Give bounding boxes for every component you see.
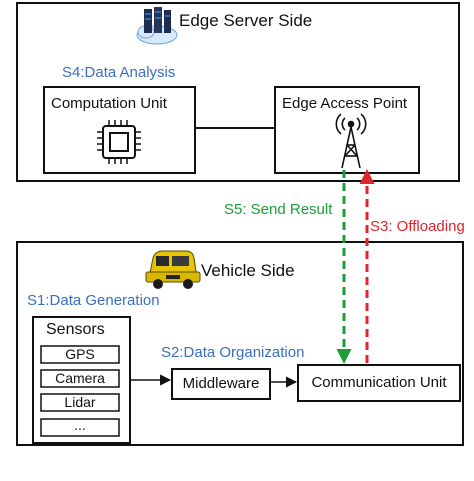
sensor-gps: GPS [65, 346, 95, 362]
vehicle-box [16, 241, 464, 446]
sensor-camera: Camera [55, 370, 105, 386]
vehicle-side-title: Vehicle Side [201, 261, 295, 280]
access-point-label: Edge Access Point [282, 95, 408, 112]
sensor-box-gps [40, 345, 120, 364]
sensor-more: ... [74, 417, 86, 433]
communication-unit-box [297, 364, 461, 402]
step-data-analysis: S4:Data Analysis [62, 64, 176, 81]
sensor-box-lidar [40, 393, 120, 412]
offloading-label: S3: Offloading [370, 218, 465, 235]
middleware-box [171, 368, 271, 400]
server-cloud-icon [136, 7, 178, 45]
vehicle-icon [145, 250, 201, 289]
sensors-title: Sensors [46, 321, 105, 338]
sensor-lidar: Lidar [64, 394, 96, 410]
computation-unit-label: Computation Unit [51, 95, 167, 112]
edge-server-box [16, 2, 460, 182]
step-data-generation: S1:Data Generation [27, 292, 160, 309]
computation-unit-box [43, 86, 196, 174]
sensor-box-camera [40, 369, 120, 388]
communication-unit-label: Communication Unit [311, 374, 447, 391]
chip-icon [97, 120, 141, 164]
access-point-box [274, 86, 420, 174]
antenna-tower-icon [335, 113, 367, 169]
sensor-box-more [40, 418, 120, 437]
send-result-label: S5: Send Result [224, 201, 333, 218]
step-data-organization: S2:Data Organization [161, 344, 305, 361]
middleware-label: Middleware [182, 375, 260, 392]
edge-server-title: Edge Server Side [179, 11, 313, 30]
